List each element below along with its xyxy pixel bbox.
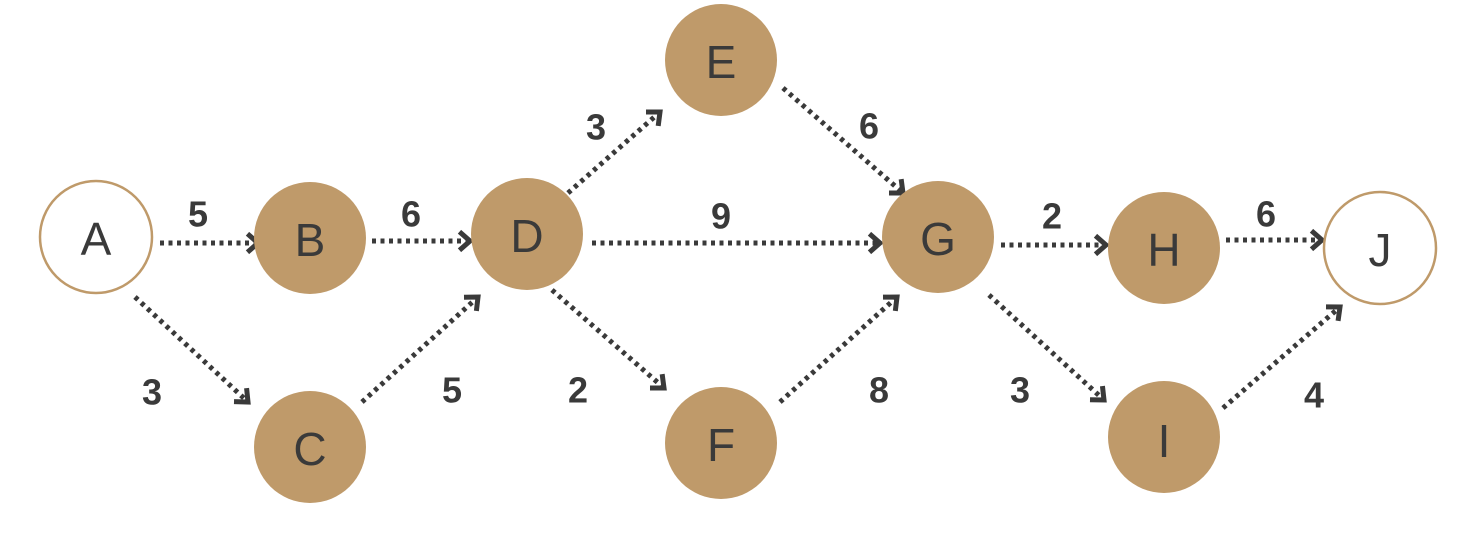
node-circle [1322,190,1438,306]
edge-line [987,293,1104,400]
node-circle [1108,381,1220,493]
arrow-head-icon [463,294,481,312]
node-i: I [1108,381,1220,493]
node-label: G [920,213,956,265]
arrow-head-icon [867,231,884,255]
edge-weight-d-e: 3 [586,107,606,148]
edge-h-j [1226,228,1326,252]
node-j: J [1322,190,1438,306]
node-circle [254,182,366,294]
edge-weight-f-g: 8 [869,370,889,411]
node-label: I [1158,415,1171,467]
arrow-head-icon [1089,385,1107,403]
edge-line [360,297,478,404]
edge-a-b [160,231,262,255]
arrow-head-icon [233,387,251,405]
edge-weight-g-i: 3 [1010,370,1030,411]
node-label: J [1369,224,1392,276]
edge-weight-a-c: 3 [142,372,162,413]
arrow-head-icon [1325,304,1343,322]
edge-weight-d-f: 2 [568,370,588,411]
arrow-head-icon [888,178,906,196]
node-label: E [706,36,737,88]
arrow-head-icon [457,229,474,253]
arrow-head-icon [645,109,663,127]
arrow-head-icon [1093,233,1110,257]
node-circle [38,179,154,295]
edge-weight-h-j: 6 [1256,194,1276,235]
edge-line [566,112,660,195]
node-label: H [1147,224,1180,276]
edge-weight-i-j: 4 [1304,375,1324,416]
edge-a-c [133,295,251,405]
node-f: F [665,387,777,499]
nodes-layer: A B C D E F G H I J [38,4,1438,503]
node-label: B [295,214,326,266]
edge-b-d [372,229,474,253]
edge-weight-c-d: 5 [442,370,462,411]
node-h: H [1108,192,1220,304]
node-label: A [81,213,112,265]
node-label: C [293,423,326,475]
edge-d-e [566,109,663,195]
node-circle [665,387,777,499]
weights-layer: 5 3 6 5 3 9 2 6 8 2 3 6 4 [142,106,1324,416]
edge-weight-e-g: 6 [859,106,879,147]
arrow-head-icon [649,373,667,391]
node-b: B [254,182,366,294]
node-c: C [254,391,366,503]
edge-d-f [550,288,667,391]
edge-weight-b-d: 6 [401,194,421,235]
edge-g-h [1001,233,1110,257]
node-e: E [665,4,777,116]
node-circle [882,181,994,293]
node-label: D [510,210,543,262]
edge-g-i [987,293,1107,403]
node-label: F [707,419,735,471]
node-g: G [882,181,994,293]
edge-line [778,297,897,404]
node-d: D [471,178,583,290]
node-circle [471,178,583,290]
edge-line [550,288,664,388]
node-circle [1108,192,1220,304]
arrow-head-icon [1309,228,1326,252]
edge-line [781,86,903,193]
edges-layer [133,86,1343,410]
node-circle [254,391,366,503]
node-circle [665,4,777,116]
edge-weight-g-h: 2 [1042,196,1062,237]
edge-weight-d-g: 9 [711,196,731,237]
arrow-head-icon [882,294,900,312]
edge-d-g [592,231,884,255]
edge-i-j [1221,304,1343,410]
edge-e-g [781,86,906,196]
node-a: A [38,179,154,295]
edge-weight-a-b: 5 [188,194,208,235]
edge-c-d [360,294,481,404]
edge-f-g [778,294,900,404]
